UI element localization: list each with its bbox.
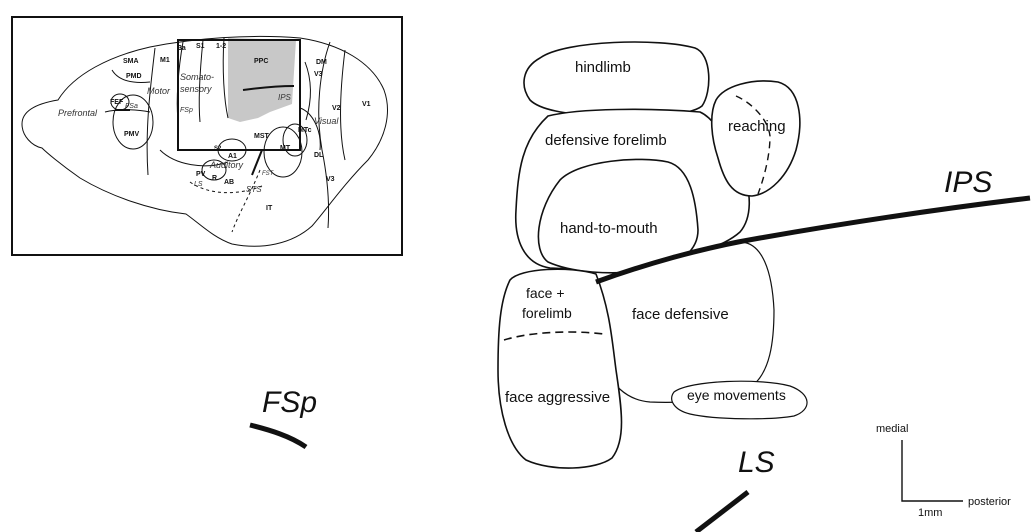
label-ls: LS — [738, 446, 775, 479]
label-medial: medial — [876, 423, 908, 435]
area-fsp: FSp — [180, 107, 193, 114]
area-sensory: sensory — [180, 84, 212, 94]
orientation-scale: medial posterior 1mm — [876, 423, 1011, 519]
label-face-forelimb-1: face + — [526, 285, 565, 301]
label-posterior: posterior — [968, 496, 1011, 508]
area-1-2: 1-2 — [216, 43, 226, 50]
label-fsp: FSp — [262, 386, 317, 419]
label-face-forelimb-2: forelimb — [522, 305, 572, 321]
label-reaching: reaching — [728, 118, 786, 135]
area-s2: S2 — [214, 146, 222, 152]
area-pmd: PMD — [126, 73, 142, 80]
reaching-dashed-border — [735, 95, 771, 195]
area-sts: STS — [246, 185, 262, 194]
regions-map: hindlimb reaching defensive forelimb han… — [249, 41, 1031, 532]
label-scale-1mm: 1mm — [918, 507, 942, 519]
area-ips: IPS — [278, 93, 292, 102]
area-s1: S1 — [196, 43, 205, 50]
label-face-defensive: face defensive — [632, 306, 729, 323]
area-3a: 3a — [178, 45, 186, 52]
area-fsa: FSa — [125, 103, 138, 110]
scale-bar — [901, 440, 963, 502]
area-fst: FST — [262, 171, 275, 177]
label-hand-to-mouth: hand-to-mouth — [560, 220, 658, 237]
inset-ips-line — [242, 85, 295, 91]
area-somato: Somato- — [180, 72, 214, 82]
area-mst: MST — [254, 133, 270, 140]
brain-outline — [21, 35, 388, 247]
area-a1: A1 — [228, 153, 237, 160]
label-hindlimb: hindlimb — [575, 59, 631, 76]
area-auditory: Auditory — [209, 160, 244, 170]
region-eye-movements — [671, 380, 808, 420]
inset-panel: SMA M1 3a S1 1-2 PPC DM V3 V2 V1 PMD Mot… — [11, 16, 403, 256]
label-ips: IPS — [944, 166, 992, 199]
inset-zoom-box — [177, 39, 301, 151]
area-dl: DL — [314, 152, 324, 159]
area-fef: FEF — [110, 99, 124, 106]
inset-frame — [11, 16, 403, 256]
area-pmv: PMV — [124, 131, 140, 138]
area-m1: M1 — [160, 57, 170, 64]
area-it: IT — [266, 205, 273, 212]
ls-sulcus-line — [694, 490, 750, 532]
area-sma: SMA — [123, 58, 139, 65]
area-v3-top: V3 — [314, 71, 323, 78]
area-v2: V2 — [332, 105, 341, 112]
area-visual: Visual — [314, 116, 339, 126]
label-face-aggressive: face aggressive — [505, 389, 610, 406]
region-reaching — [710, 80, 801, 197]
area-v1: V1 — [362, 101, 371, 108]
ips-sulcus-line — [595, 195, 1031, 285]
area-mt: MT — [280, 145, 291, 152]
area-motor: Motor — [147, 86, 171, 96]
area-ab: AB — [224, 179, 234, 186]
area-dm: DM — [316, 59, 327, 66]
area-ppc: PPC — [254, 58, 268, 65]
area-pv: PV — [196, 171, 206, 178]
area-ls: LS — [194, 181, 203, 188]
label-defensive-forelimb: defensive forelimb — [545, 132, 667, 149]
area-v3-bottom: V3 — [326, 176, 335, 183]
ppc-shaded-area — [228, 38, 296, 122]
label-eye-movements: eye movements — [687, 387, 786, 403]
region-hindlimb — [523, 41, 710, 118]
region-face-aggressive — [497, 268, 623, 469]
area-r: R — [212, 175, 217, 182]
area-prefrontal: Prefrontal — [58, 108, 98, 118]
fsp-sulcus-line — [249, 422, 308, 450]
area-mtc: MTc — [298, 127, 312, 134]
